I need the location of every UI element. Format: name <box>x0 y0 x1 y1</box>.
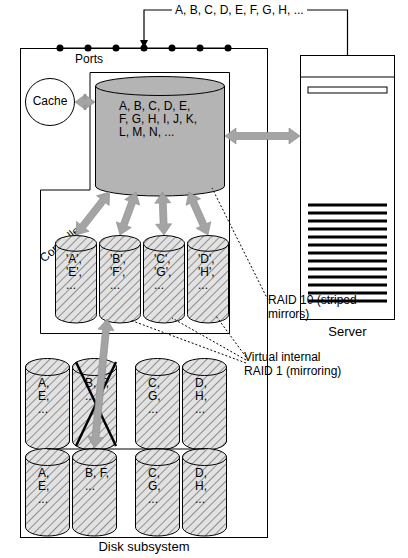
physical-disk: D, H, ... <box>182 358 227 450</box>
node-text: Cache <box>25 95 75 108</box>
node-text: D, H, ... <box>195 377 219 416</box>
edge-label: A, B, C, D, E, F, G, H, ... <box>172 3 307 17</box>
node-text: 'B', 'F', ... <box>110 253 136 292</box>
node-text: B, F, ... <box>85 377 109 403</box>
arrow-head <box>140 40 148 48</box>
physical-disk: B, F, ... <box>72 448 117 536</box>
node-text: A, B, C, D, E, F, G, H, I, J, K, L, M, N… <box>119 100 203 139</box>
physical-disk: C, G, ... <box>135 448 180 536</box>
node-text: D, H, ... <box>195 467 219 506</box>
node-text: C, G, ... <box>148 377 172 416</box>
disk-subsystem-box: Disk subsystemCacheControllerA, B, C, D,… <box>20 48 268 538</box>
raid1-virtual-disk: 'C', 'G', ... <box>143 235 185 323</box>
raid1-virtual-disk: 'B', 'F', ... <box>99 235 141 323</box>
physical-disk: B, F, ... <box>72 358 117 450</box>
node-text: 'C', 'G', ... <box>154 253 180 292</box>
physical-disk: A, E, ... <box>25 358 70 450</box>
raid1-virtual-disk: 'D', 'H', ... <box>187 235 229 323</box>
cache-ellipse: Cache <box>25 78 75 126</box>
node-text: Disk subsystem <box>0 540 288 553</box>
raid10-virtual-disk: A, B, C, D, E, F, G, H, I, J, K, L, M, N… <box>95 76 225 196</box>
controller-outline: ControllerA, B, C, D, E, F, G, H, I, J, … <box>40 72 230 334</box>
raid1-virtual-disk: 'A', 'E', ... <box>55 235 97 323</box>
physical-disk: D, H, ... <box>182 448 227 536</box>
physical-disk: C, G, ... <box>135 358 180 450</box>
node-text: A, E, ... <box>38 377 62 416</box>
server-box-outline <box>300 55 395 320</box>
physical-disk-outline <box>72 358 117 450</box>
node-text: Server <box>290 325 405 338</box>
physical-disk: A, E, ... <box>25 448 70 536</box>
node-text: C, G, ... <box>148 467 172 506</box>
node-text: 'D', 'H', ... <box>198 253 224 292</box>
node-text: 'A', 'E', ... <box>66 253 92 292</box>
node-text: A, E, ... <box>38 467 62 506</box>
server-box: Server <box>300 55 395 320</box>
node-text: B, F, ... <box>85 467 109 493</box>
